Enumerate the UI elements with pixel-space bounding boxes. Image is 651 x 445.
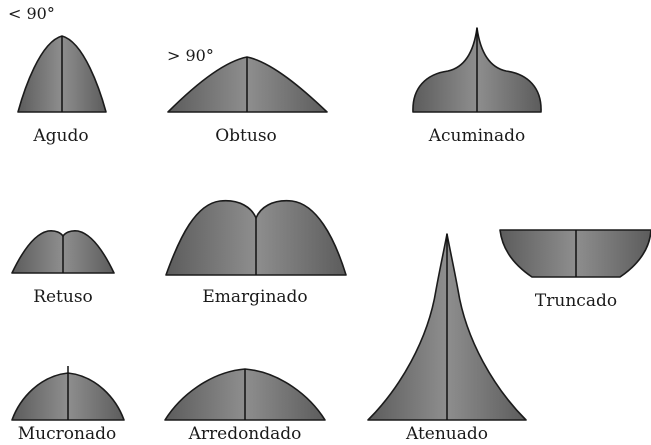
label-retuso: Retuso xyxy=(33,287,93,307)
angle-label-obtuse: > 90° xyxy=(167,46,214,65)
leaf-retuso xyxy=(11,230,115,274)
label-agudo: Agudo xyxy=(33,126,89,146)
label-emarginado: Emarginado xyxy=(202,287,308,307)
leaf-obtuso xyxy=(167,56,328,113)
leaf-acuminado xyxy=(412,27,542,113)
angle-label-acute: < 90° xyxy=(8,4,55,23)
leaf-truncado xyxy=(499,229,651,278)
label-truncado: Truncado xyxy=(534,291,618,311)
label-atenuado: Atenuado xyxy=(405,424,489,444)
leaf-mucronado xyxy=(11,366,125,421)
leaf-agudo xyxy=(17,35,107,113)
leaf-emarginado xyxy=(165,199,347,276)
leaf-arredondado xyxy=(164,368,326,421)
label-acuminado: Acuminado xyxy=(428,126,526,146)
label-mucronado: Mucronado xyxy=(17,424,117,444)
leaf-atenuado xyxy=(367,233,527,421)
label-arredondado: Arredondado xyxy=(188,424,302,444)
label-obtuso: Obtuso xyxy=(215,126,277,146)
